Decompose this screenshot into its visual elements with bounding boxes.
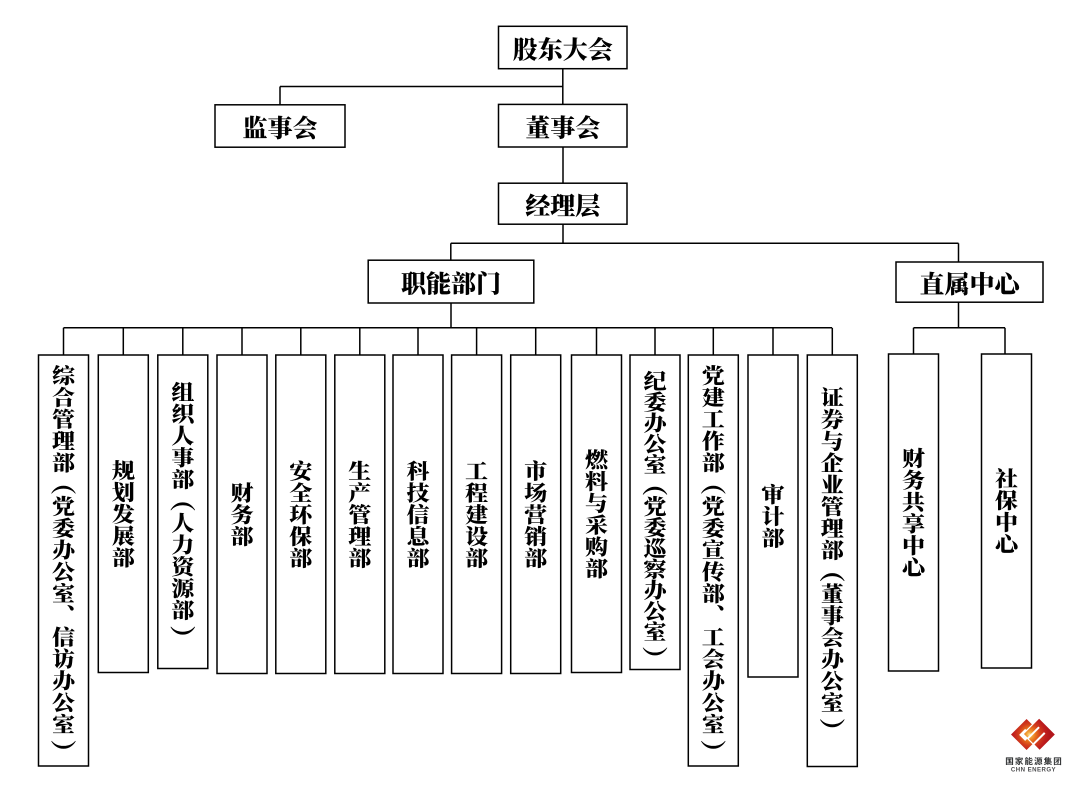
- svg-text:CHN ENERGY: CHN ENERGY: [1011, 766, 1056, 773]
